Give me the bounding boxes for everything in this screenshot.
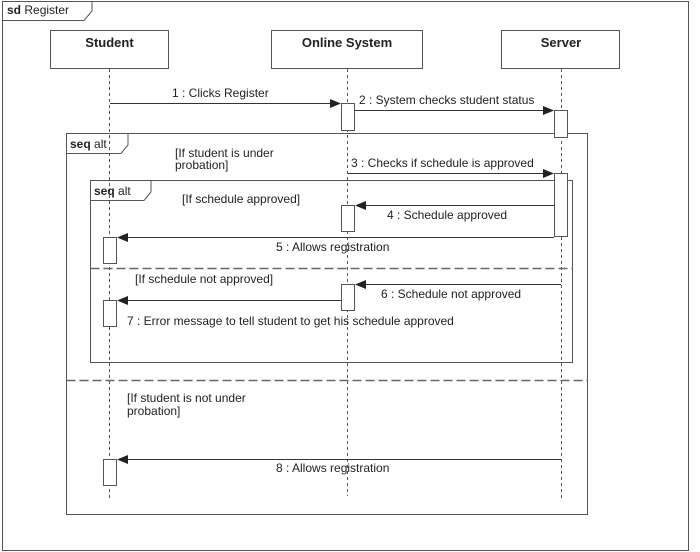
message-6-arrowhead <box>355 280 366 289</box>
inner-guard-1: [If schedule approved] <box>182 192 300 206</box>
outer-guard-1-line-1: [If student is under <box>175 146 274 160</box>
activation-online-system-2 <box>341 205 355 232</box>
lifeline-student-box[interactable] <box>50 30 169 69</box>
message-5-label: 5 : Allows registration <box>276 240 389 254</box>
inner-alt-fragment <box>90 180 573 363</box>
activation-online-system-3 <box>341 284 355 311</box>
outer-guard-2-line-1: [If student is not under <box>127 391 246 405</box>
message-7-label: 7 : Error message to tell student to get… <box>127 314 454 328</box>
outer-alt-keyword: seq <box>70 137 91 151</box>
outer-alt-fragment <box>66 133 588 515</box>
message-3-label: 3 : Checks if schedule is approved <box>351 156 534 170</box>
lifeline-server-box[interactable] <box>501 30 620 69</box>
inner-alt-label: seq alt <box>94 184 131 198</box>
frame-label: sd Register <box>7 3 69 17</box>
message-7-arrowhead <box>117 296 128 305</box>
lifeline-server-label: Server <box>541 35 581 50</box>
frame-name: Register <box>24 3 69 17</box>
message-8-arrowhead <box>117 455 128 464</box>
message-6-label: 6 : Schedule not approved <box>381 287 521 301</box>
message-1-arrowhead <box>330 99 341 108</box>
activation-server-1 <box>554 110 568 138</box>
activation-student-3 <box>103 459 117 486</box>
activation-student-2 <box>103 300 117 327</box>
message-3-arrowhead <box>543 169 554 178</box>
message-4-label: 4 : Schedule approved <box>387 208 507 222</box>
outer-alt-label: seq alt <box>70 137 107 151</box>
message-2-label: 2 : System checks student status <box>359 93 534 107</box>
inner-alt-keyword: seq <box>94 184 115 198</box>
outer-guard-2-line-2: probation] <box>127 404 180 418</box>
lifeline-online-system-label: Online System <box>302 35 392 50</box>
message-4-arrowhead <box>355 201 366 210</box>
outer-guard-1-line-2: probation] <box>175 158 228 172</box>
inner-alt-tab <box>90 180 152 201</box>
message-1-label: 1 : Clicks Register <box>172 86 269 100</box>
outer-alt-operator: alt <box>94 137 107 151</box>
frame-keyword: sd <box>7 3 21 17</box>
inner-alt-operator: alt <box>118 184 131 198</box>
activation-server-2 <box>554 173 568 237</box>
frame-tab <box>2 1 93 21</box>
message-8-label: 8 : Allows registration <box>276 461 389 475</box>
activation-student-1 <box>103 237 117 264</box>
lifeline-student-label: Student <box>85 35 134 50</box>
message-2-arrowhead <box>543 106 554 115</box>
activation-online-system-1 <box>341 103 355 131</box>
inner-guard-2: [If schedule not approved] <box>135 272 273 286</box>
message-5-arrowhead <box>117 233 128 242</box>
outer-alt-tab <box>66 133 129 154</box>
lifeline-online-system-box[interactable] <box>271 30 423 69</box>
diagram-frame <box>2 1 689 551</box>
